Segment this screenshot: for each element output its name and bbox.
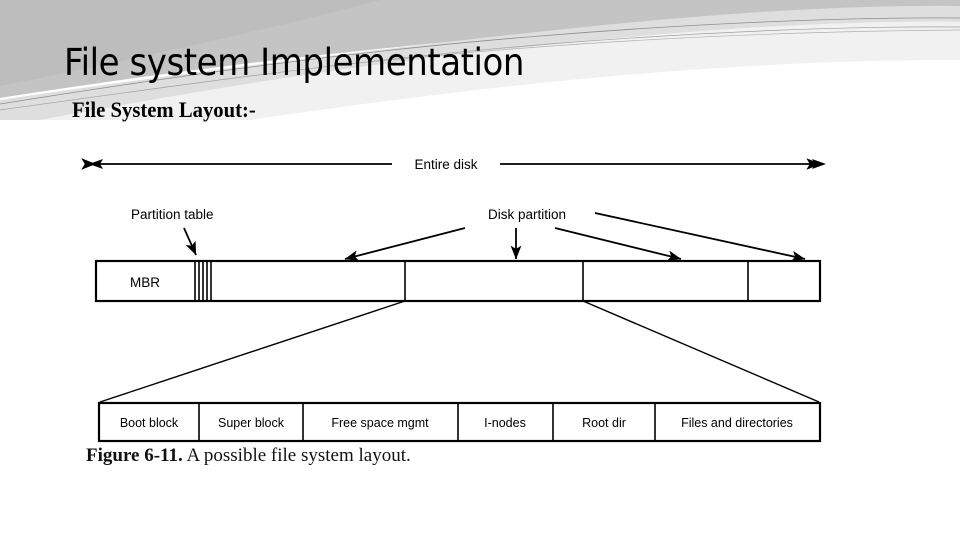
figure-plate: Entire disk Partition table Disk partiti… — [55, 142, 838, 470]
disk-partition-arrow-1 — [344, 227, 466, 261]
disk-bar: MBR — [94, 259, 822, 303]
partition-block-label-boot-block: Boot block — [120, 416, 179, 430]
disk-partition-label: Disk partition — [488, 207, 566, 222]
partition-table-callout: Partition table — [131, 207, 214, 256]
mbr-label: MBR — [130, 275, 160, 290]
disk-partition-callout: Disk partition — [344, 207, 806, 262]
figure-caption-label: Figure 6-11. — [86, 445, 183, 466]
figure-caption: Figure 6-11. A possible file system layo… — [86, 446, 411, 465]
file-system-layout-diagram: Entire disk Partition table Disk partiti… — [81, 157, 826, 443]
entire-disk-arrowhead-right — [812, 159, 826, 169]
figure-caption-text: A possible file system layout. — [182, 445, 411, 466]
expansion-guide-left — [99, 300, 406, 403]
slide-title: File system Implementation — [64, 41, 524, 84]
partition-block-label-i-nodes: I-nodes — [484, 416, 526, 430]
partition-table-label: Partition table — [131, 207, 214, 222]
partition-block-label-free-space-mgmt: Free space mgmt — [331, 416, 429, 430]
slide-subtitle: File System Layout:- — [72, 97, 256, 122]
partition-detail-outline — [97, 401, 822, 443]
disk-bar-outline — [94, 259, 822, 303]
disk-partition-arrow-3 — [554, 227, 682, 262]
partition-table-arrow — [183, 227, 197, 256]
expansion-guides — [99, 300, 820, 403]
entire-disk-label: Entire disk — [414, 157, 477, 172]
partition-block-label-super-block: Super block — [218, 416, 285, 430]
entire-disk-arrowhead-left — [89, 159, 103, 169]
expansion-guide-right — [582, 300, 820, 403]
partition-detail-bar: Boot block Super block Free space mgmt I… — [97, 401, 822, 443]
partition-block-label-files-and-directories: Files and directories — [681, 416, 793, 430]
partition-block-label-root-dir: Root dir — [582, 416, 626, 430]
entire-disk-measure: Entire disk — [81, 157, 826, 172]
disk-partition-arrow-4 — [594, 212, 806, 262]
